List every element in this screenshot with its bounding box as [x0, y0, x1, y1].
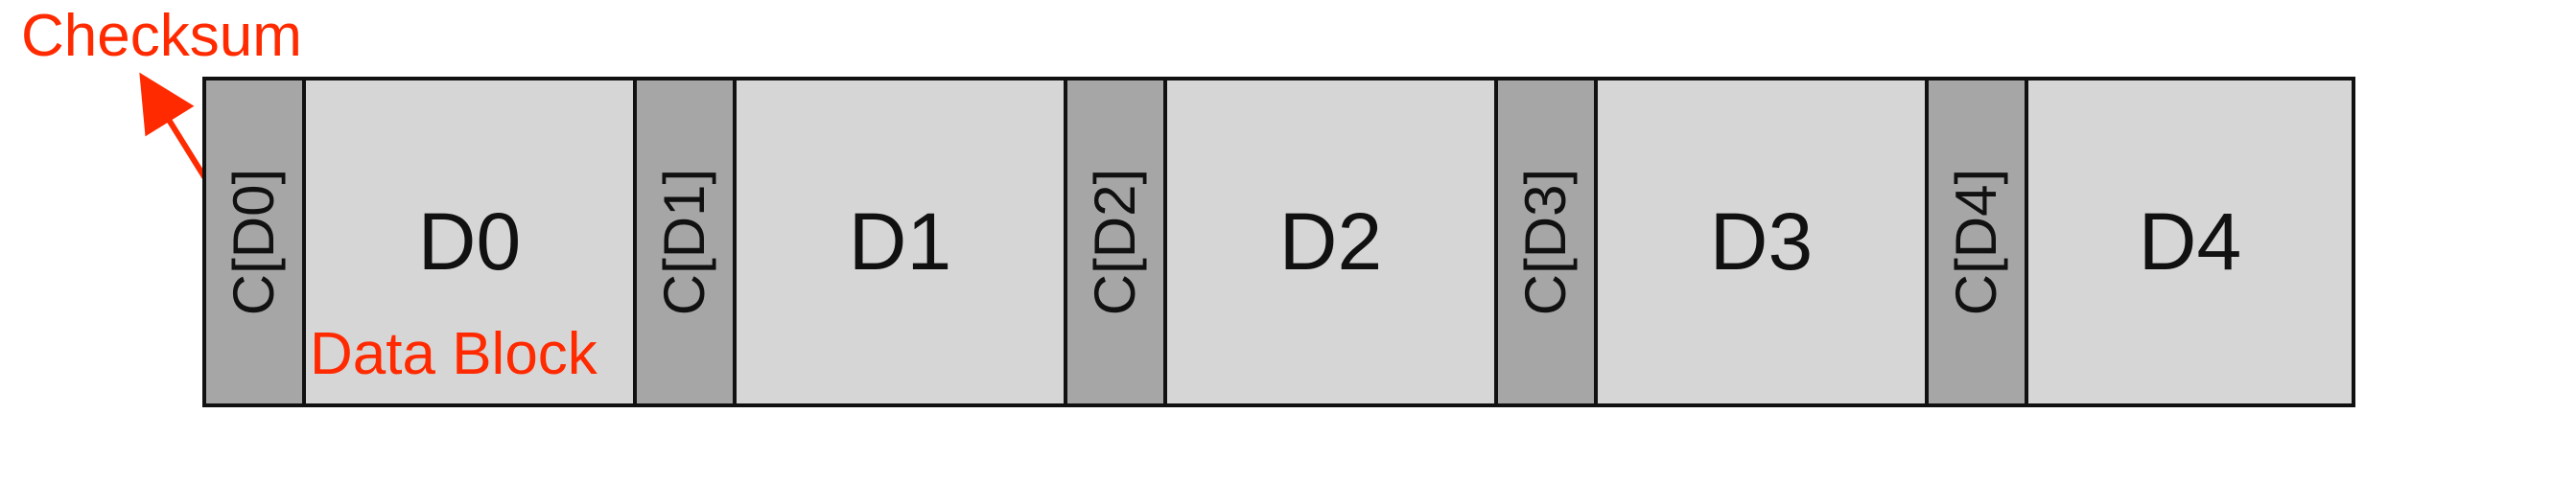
- data-segment-d3: D3: [1594, 77, 1925, 407]
- checksum-label: C[D3]: [1513, 168, 1579, 316]
- data-label: D2: [1278, 196, 1383, 287]
- data-label: D0: [417, 196, 522, 287]
- checksum-segment-d1: C[D1]: [633, 77, 733, 407]
- checksum-label: C[D4]: [1944, 168, 2009, 316]
- data-segment-d2: D2: [1163, 77, 1494, 407]
- checksum-segment-d4: C[D4]: [1925, 77, 2025, 407]
- checksum-segment-d2: C[D2]: [1064, 77, 1163, 407]
- checksum-segment-d3: C[D3]: [1494, 77, 1594, 407]
- data-block-annotation: Data Block: [310, 321, 597, 387]
- data-label: D3: [1709, 196, 1814, 287]
- checksum-label: C[D0]: [222, 168, 287, 316]
- checksum-annotation: Checksum: [21, 3, 302, 69]
- data-label: D4: [2138, 196, 2242, 287]
- data-segment-d4: D4: [2025, 77, 2355, 407]
- checksum-segment-d0: C[D0]: [202, 77, 302, 407]
- checksum-label: C[D2]: [1083, 168, 1148, 316]
- checksum-label: C[D1]: [652, 168, 717, 316]
- data-label: D1: [848, 196, 952, 287]
- block-row: C[D0] D0 C[D1] D1 C[D2] D2 C[D3] D3 C[D4…: [202, 77, 2355, 407]
- data-segment-d1: D1: [733, 77, 1064, 407]
- data-segment-d0: D0: [302, 77, 633, 407]
